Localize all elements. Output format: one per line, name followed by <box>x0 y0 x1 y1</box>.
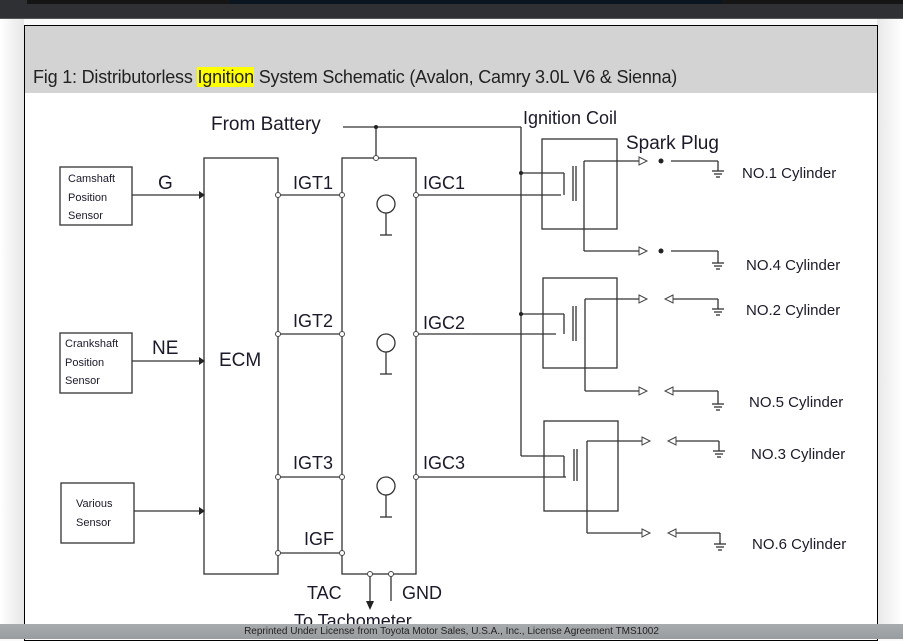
transistor-1 <box>376 194 396 214</box>
sensor-label: Position <box>68 192 107 204</box>
sensor-label: Sensor <box>76 517 111 529</box>
sensor-label: Sensor <box>68 210 103 222</box>
page-margin-right <box>877 19 903 624</box>
ignition-coil-2 <box>542 277 618 369</box>
cylinder-label: NO.3 Cylinder <box>751 446 845 463</box>
ground-icon <box>712 262 724 270</box>
search-highlight: Ignition <box>197 67 254 87</box>
sensor-label: Various <box>76 498 113 510</box>
cylinder-label: NO.5 Cylinder <box>749 394 843 411</box>
sensor-label: Position <box>65 357 104 369</box>
junction-node <box>374 125 378 129</box>
figure-caption: Fig 1: Distributorless Ignition System S… <box>33 67 677 88</box>
license-footer: Reprinted Under License from Toyota Moto… <box>0 624 903 639</box>
caption-suffix: System Schematic (Avalon, Camry 3.0L V6 … <box>253 67 678 87</box>
ecm-label: ECM <box>219 350 261 371</box>
spark-gap-icon <box>663 294 674 304</box>
ignition-coil-1 <box>541 138 618 230</box>
spark-gap-icon <box>638 156 649 166</box>
cylinder-label: NO.1 Cylinder <box>742 165 836 182</box>
ignition-schematic: From Battery Ignition Coil Spark Plug EC… <box>59 108 846 631</box>
signal-g-label: G <box>158 173 173 194</box>
spark-gap-icon <box>641 528 652 538</box>
ignition-coil-3 <box>543 420 619 512</box>
igf-label: IGF <box>304 529 334 549</box>
cylinder-label: NO.6 Cylinder <box>752 536 846 553</box>
spark-gap-icon <box>641 436 652 446</box>
caption-bar: Fig 1: Distributorless Ignition System S… <box>25 26 877 93</box>
igc2-label: IGC2 <box>423 313 465 333</box>
transistor-3 <box>376 476 396 496</box>
spark-gap-icon <box>663 386 674 396</box>
spark-gap-icon <box>638 386 649 396</box>
spark-gap-icon <box>666 436 677 446</box>
spark-plug-label: Spark Plug <box>626 133 719 154</box>
spark-gap-icon <box>666 528 677 538</box>
signal-ne-label: NE <box>152 338 178 359</box>
sensor-label: Crankshaft <box>65 338 118 350</box>
spark-plug-icon <box>658 158 664 164</box>
sensor-label: Camshaft <box>68 173 115 185</box>
igc3-label: IGC3 <box>423 453 465 473</box>
igt3-label: IGT3 <box>293 453 333 473</box>
spark-plug-icon <box>658 248 664 254</box>
toolbar-segment <box>27 0 230 4</box>
spark-gap-icon <box>638 294 649 304</box>
arrow-various <box>199 507 205 515</box>
ground-icon <box>712 170 724 178</box>
top-toolbar <box>0 0 903 19</box>
page-margin-left <box>0 19 24 624</box>
tac-label: TAC <box>307 583 342 603</box>
arrow-tac <box>366 601 374 610</box>
license-text: Reprinted Under License from Toyota Moto… <box>244 626 659 637</box>
arrow-g <box>199 191 205 199</box>
gnd-label: GND <box>402 583 442 603</box>
igt1-label: IGT1 <box>293 173 333 193</box>
toolbar-segment <box>722 0 903 4</box>
ground-icon <box>713 450 725 458</box>
toolbar-segment <box>230 0 722 4</box>
caption-prefix: Fig 1: Distributorless <box>33 67 198 87</box>
crankshaft-sensor-box <box>59 332 133 394</box>
arrow-ne <box>199 357 205 365</box>
ecm-box <box>203 157 279 575</box>
spark-gap-icon <box>638 246 649 256</box>
various-sensor-box <box>60 482 135 544</box>
camshaft-sensor-box <box>59 166 133 226</box>
ground-icon <box>712 308 724 316</box>
cylinder-label: NO.2 Cylinder <box>746 302 840 319</box>
junction-node <box>519 312 523 316</box>
igt2-label: IGT2 <box>293 311 333 331</box>
ignition-coil-label: Ignition Coil <box>523 108 617 128</box>
figure-panel: Fig 1: Distributorless Ignition System S… <box>24 25 878 641</box>
igc1-label: IGC1 <box>423 173 465 193</box>
igniter-box <box>341 157 417 575</box>
ground-icon <box>714 543 726 551</box>
junction-node <box>519 171 523 175</box>
cylinder-label: NO.4 Cylinder <box>746 257 840 274</box>
from-battery-label: From Battery <box>211 114 321 135</box>
transistor-2 <box>376 333 396 353</box>
sensor-label: Sensor <box>65 375 100 387</box>
ground-icon <box>712 403 724 411</box>
